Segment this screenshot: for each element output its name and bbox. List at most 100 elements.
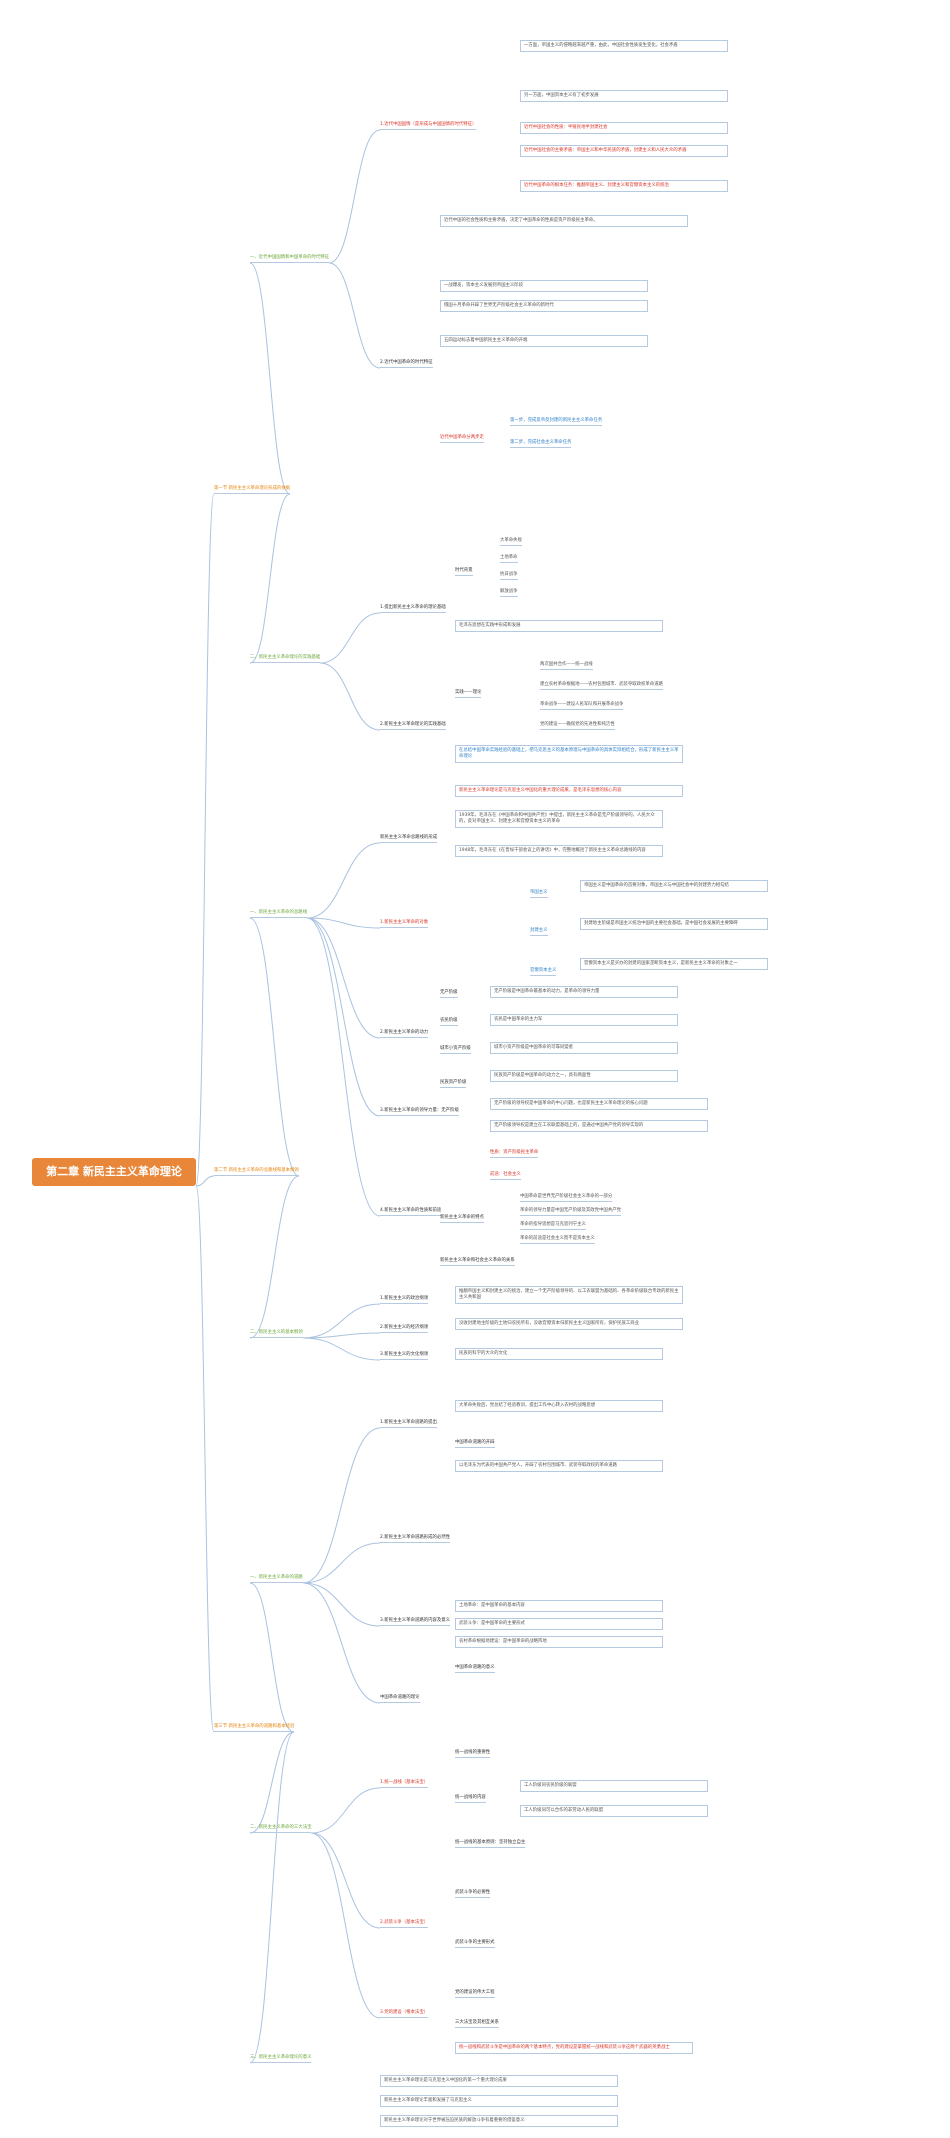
connector-line [302, 1582, 381, 1704]
detail-node: 农民阶级 [440, 1018, 458, 1026]
chapter-2-node[interactable]: 第二节 新民主主义革命的总路线和基本纲领 [214, 1168, 299, 1176]
topic-1-1-2[interactable]: 2.近代中国革命的时代特征 [380, 360, 433, 368]
detail-node: 新民主主义革命的特点 [440, 1215, 484, 1223]
connector-line [319, 612, 381, 664]
detail-text: 一战爆发，资本主义发展到帝国主义阶段 [440, 280, 648, 292]
detail-text: 民族的科学的大众的文化 [455, 1348, 663, 1360]
section-2-2-node[interactable]: 二、新民主主义的基本纲领 [250, 1330, 303, 1338]
detail-node: 实践——理论 [455, 690, 482, 698]
topic-2-1-4[interactable]: 4.新民主主义革命的性质和前途 [380, 1208, 442, 1216]
detail-node: 时代背景 [455, 568, 473, 576]
connector-line [249, 917, 300, 1177]
detail-text: 官僚资本主义是买办的封建的国家垄断资本主义，是新民主主义革命的对象之一 [580, 958, 768, 970]
connector-line [195, 493, 215, 1187]
detail-node: 武装斗争的主要形式 [455, 1940, 495, 1948]
root-node[interactable]: 第二章 新民主主义革命理论 [32, 1158, 196, 1186]
detail-node: 性质：资产阶级民主革命 [490, 1150, 539, 1158]
detail-node: 帝国主义 [530, 890, 548, 898]
connector-line [310, 1787, 381, 1834]
connector-line [306, 917, 381, 1039]
connector-line [306, 842, 381, 919]
detail-text: 以毛泽东为代表的中国共产党人，开辟了农村包围城市、武装夺取政权的革命道路 [455, 1460, 663, 1472]
detail-node: 统一战线的重要性 [455, 1750, 491, 1758]
section-2-1-node[interactable]: 一、新民主主义革命的总路线 [250, 910, 308, 918]
topic-3-1-1[interactable]: 1.新民主主义革命道路的提出 [380, 1420, 437, 1428]
connector-line [249, 1175, 300, 1339]
detail-text: 没收封建地主阶级的土地归农民所有，没收官僚资本归新民主主义国家所有，保护民族工商… [455, 1318, 683, 1330]
topic-2-2-1[interactable]: 1.新民主主义的政治纲领 [380, 1296, 429, 1304]
topic-2-2-3[interactable]: 3.新民主主义的文化纲领 [380, 1352, 429, 1360]
detail-text: 近代中国社会的性质：半殖民地半封建社会 [520, 122, 728, 134]
section-3-1-node[interactable]: 一、新民主主义革命的道路 [250, 1575, 303, 1583]
detail-text: 封建地主阶级是帝国主义统治中国的主要社会基础，是中国社会发展的主要障碍 [580, 918, 768, 930]
topic-2-1-2[interactable]: 2.新民主主义革命的动力 [380, 1030, 429, 1038]
detail-text: 近代中国的社会性质和主要矛盾，决定了中国革命的性质是资产阶级民主革命。 [440, 215, 688, 227]
connector-line [302, 1427, 381, 1584]
section-1-2-node[interactable]: 二、新民主主义革命理论的实践基础 [250, 655, 321, 663]
section-3-3-node[interactable]: 三、新民主主义革命理论的意义 [250, 2055, 312, 2063]
detail-node: 城市小资产阶级 [440, 1046, 471, 1054]
detail-text: 大革命失败后，党总结了经验教训，提出工作中心转入农村的战略思想 [455, 1400, 663, 1412]
topic-3-2-2[interactable]: 2.武装斗争（基本法宝） [380, 1920, 429, 1928]
topic-2-2-2[interactable]: 2.新民主主义的经济纲领 [380, 1325, 429, 1333]
topic-1-2-2[interactable]: 2.新民主主义革命理论的实践基础 [380, 722, 446, 730]
detail-node: 新民主主义革命和社会主义革命的关系 [440, 1258, 515, 1266]
connector-line [306, 917, 381, 1217]
topic-3-2-3[interactable]: 3.党的建设（根本法宝） [380, 2010, 429, 2018]
connector-line [302, 1303, 381, 1339]
detail-text: 五四运动标志着中国新民主主义革命的开端 [440, 335, 648, 347]
detail-text: 城市小资产阶级是中国革命的可靠同盟者 [490, 1042, 678, 1054]
detail-node: 土地革命 [500, 555, 518, 563]
chapter-3-node[interactable]: 第三节 新民主主义革命的道路和基本经验 [214, 1724, 295, 1732]
topic-3-2-1[interactable]: 1.统一战线（基本法宝） [380, 1780, 429, 1788]
detail-node: 抗日战争 [500, 572, 518, 580]
detail-text: 一方面，帝国主义的侵略越来越严重，由此，中国社会性质发生变化，社会矛盾 [520, 40, 728, 52]
detail-node: 革命的指导思想是马克思列宁主义 [520, 1222, 586, 1230]
detail-node: 中国革命是世界无产阶级社会主义革命的一部分 [520, 1194, 613, 1202]
connector-line [249, 262, 291, 495]
detail-text: 另一方面，中国资本主义有了初步发展 [520, 90, 728, 102]
connector-line [302, 1332, 381, 1339]
connector-line [306, 917, 381, 1117]
connector-line [310, 1832, 381, 1929]
detail-text: 1948年，毛泽东在《在晋绥干部会议上的讲话》中，完整地概括了新民主主义革命总路… [455, 845, 663, 857]
topic-1-1-1[interactable]: 1.近代中国国情（是形成与中国国情的时代特征） [380, 122, 477, 130]
detail-text: 毛泽东思想在实践中形成和发展 [455, 620, 663, 632]
detail-node: 建立农村革命根据地——农村包围城市、武装夺取政权革命道路 [540, 682, 663, 690]
detail-text: 民族资产阶级是中国革命的动力之一，具有两面性 [490, 1070, 678, 1082]
connector-line [195, 1175, 215, 1187]
detail-node: 官僚资本主义 [530, 968, 557, 976]
detail-node: 党的建设的伟大工程 [455, 1990, 495, 1998]
detail-node: 统一战线的内容 [455, 1795, 486, 1803]
connector-line [249, 493, 291, 664]
topic-2-1-1[interactable]: 1.新民主主义革命的对象 [380, 920, 429, 928]
detail-node: 统一战线的基本原则：坚持独立自主 [455, 1840, 526, 1848]
detail-text: 1939年，毛泽东在《中国革命和中国共产党》中提出，新民主主义革命是无产阶级领导… [455, 810, 663, 828]
topic-1-2-1[interactable]: 1.提出新民主主义革命的理论基础 [380, 605, 446, 613]
detail-text: 无产阶级是中国革命最基本的动力，是革命的领导力量 [490, 986, 678, 998]
detail-node: 两次国共合作——统一战线 [540, 662, 593, 670]
detail-text: 新民主主义革命理论是马克思主义中国化的重大理论成果，是毛泽东思想的核心内容 [455, 785, 683, 797]
topic-3-1-4[interactable]: 中国革命道路的理论 [380, 1695, 420, 1703]
section-3-2-node[interactable]: 二、新民主主义革命的三大法宝 [250, 1825, 312, 1833]
topic-2-1-0[interactable]: 新民主主义革命总路线的形成 [380, 835, 438, 843]
detail-text: 无产阶级领导权是建立在工农联盟基础上的，是通过中国共产党的领导实现的 [490, 1120, 708, 1132]
connector-line [328, 262, 381, 369]
connector-line [249, 1731, 295, 2064]
detail-text: 帝国主义是中国革命的首要对象，帝国主义与中国社会中的封建势力相勾结 [580, 880, 768, 892]
detail-node: 民族资产阶级 [440, 1080, 467, 1088]
connector-line [302, 1542, 381, 1584]
connector-line [249, 1582, 295, 1733]
detail-node: 革命的领导力量是中国无产阶级及其政党中国共产党 [520, 1208, 621, 1216]
detail-node: 武装斗争的必要性 [455, 1890, 491, 1898]
topic-2-1-3[interactable]: 3.新民主主义革命的领导力量：无产阶级 [380, 1108, 459, 1116]
detail-node: 第一步，完成反帝反封建的新民主主义革命任务 [510, 418, 603, 426]
detail-text: 工人阶级同农民阶级的联盟 [520, 1780, 708, 1792]
detail-text: 推翻帝国主义和封建主义的统治，建立一个无产阶级领导的、以工农联盟为基础的、各革命… [455, 1286, 683, 1304]
topic-3-1-2[interactable]: 2.新民主主义革命道路形成的必然性 [380, 1535, 451, 1543]
detail-node: 党的建设——确保党的先进性和纯洁性 [540, 722, 615, 730]
chapter-1-node[interactable]: 第一节 新民主主义革命理论形成的依据 [214, 486, 291, 494]
topic-3-1-3[interactable]: 3.新民主主义革命道路的内容及意义 [380, 1618, 451, 1626]
detail-node: 中国革命道路的开辟 [455, 1440, 495, 1448]
section-1-1-node[interactable]: 一、近代中国国情和中国革命的时代特征 [250, 255, 330, 263]
